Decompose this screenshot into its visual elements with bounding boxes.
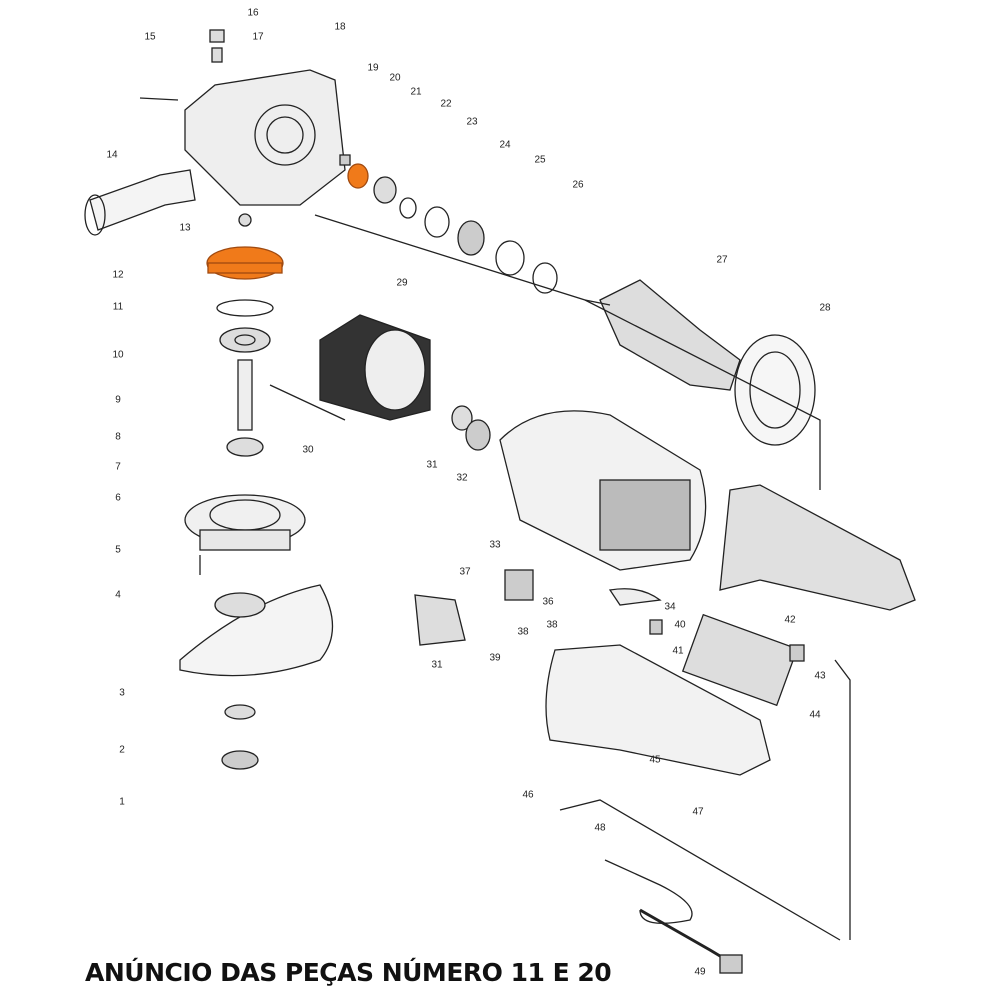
part-label: 39 bbox=[489, 652, 501, 664]
part-label: 44 bbox=[809, 709, 821, 721]
part-label: 19 bbox=[367, 62, 379, 74]
part-label: 8 bbox=[115, 431, 121, 443]
part-label: 10 bbox=[112, 349, 124, 361]
part-label: 47 bbox=[692, 806, 704, 818]
part-label: 38 bbox=[517, 626, 529, 638]
part-label: 6 bbox=[115, 492, 121, 504]
part-label: 25 bbox=[534, 154, 546, 166]
part-label: 37 bbox=[459, 566, 471, 578]
part-label: 30 bbox=[302, 444, 314, 456]
part-label: 14 bbox=[106, 149, 118, 161]
part-label: 41 bbox=[672, 645, 684, 657]
part-label: 20 bbox=[389, 72, 401, 84]
part-label: 16 bbox=[247, 7, 259, 19]
part-label: 12 bbox=[112, 269, 124, 281]
part-label: 28 bbox=[819, 302, 831, 314]
part-label: 42 bbox=[784, 614, 796, 626]
side-handle-part bbox=[89, 169, 196, 231]
part-label: 1 bbox=[119, 796, 125, 808]
part-label: 5 bbox=[115, 544, 121, 556]
caption: ANÚNCIO DAS PEÇAS NÚMERO 11 E 20 bbox=[85, 958, 612, 987]
part-label: 7 bbox=[115, 461, 121, 473]
part-label: 32 bbox=[456, 472, 468, 484]
part-label: 26 bbox=[572, 179, 584, 191]
rear-handle-part bbox=[719, 484, 916, 611]
part-label: 49 bbox=[694, 966, 706, 978]
part-label: 38 bbox=[546, 619, 558, 631]
part-label: 48 bbox=[594, 822, 606, 834]
part-label: 34 bbox=[664, 601, 676, 613]
part-label: 45 bbox=[649, 754, 661, 766]
part-label: 31 bbox=[431, 659, 443, 671]
part-label: 17 bbox=[252, 31, 264, 43]
part-label: 13 bbox=[179, 222, 191, 234]
part-label: 15 bbox=[144, 31, 156, 43]
part-label: 9 bbox=[115, 394, 121, 406]
part-label: 2 bbox=[119, 744, 125, 756]
part-label: 46 bbox=[522, 789, 534, 801]
gear-housing-part bbox=[184, 69, 346, 206]
part-label: 43 bbox=[814, 670, 826, 682]
part-label: 23 bbox=[466, 116, 478, 128]
part-label: 31 bbox=[426, 459, 438, 471]
part-label: 4 bbox=[115, 589, 121, 601]
armature-part bbox=[599, 279, 741, 391]
part-label: 24 bbox=[499, 139, 511, 151]
part-20 bbox=[347, 163, 369, 189]
part-label: 11 bbox=[112, 301, 124, 313]
part-label: 18 bbox=[334, 21, 346, 33]
part-label: 36 bbox=[542, 596, 554, 608]
part-label: 29 bbox=[396, 277, 408, 289]
part-label: 33 bbox=[489, 539, 501, 551]
part-label: 27 bbox=[716, 254, 728, 266]
part-label: 21 bbox=[410, 86, 422, 98]
part-label: 40 bbox=[674, 619, 686, 631]
handle-cover-part bbox=[545, 644, 771, 776]
part-label: 3 bbox=[119, 687, 125, 699]
part-label: 22 bbox=[440, 98, 452, 110]
